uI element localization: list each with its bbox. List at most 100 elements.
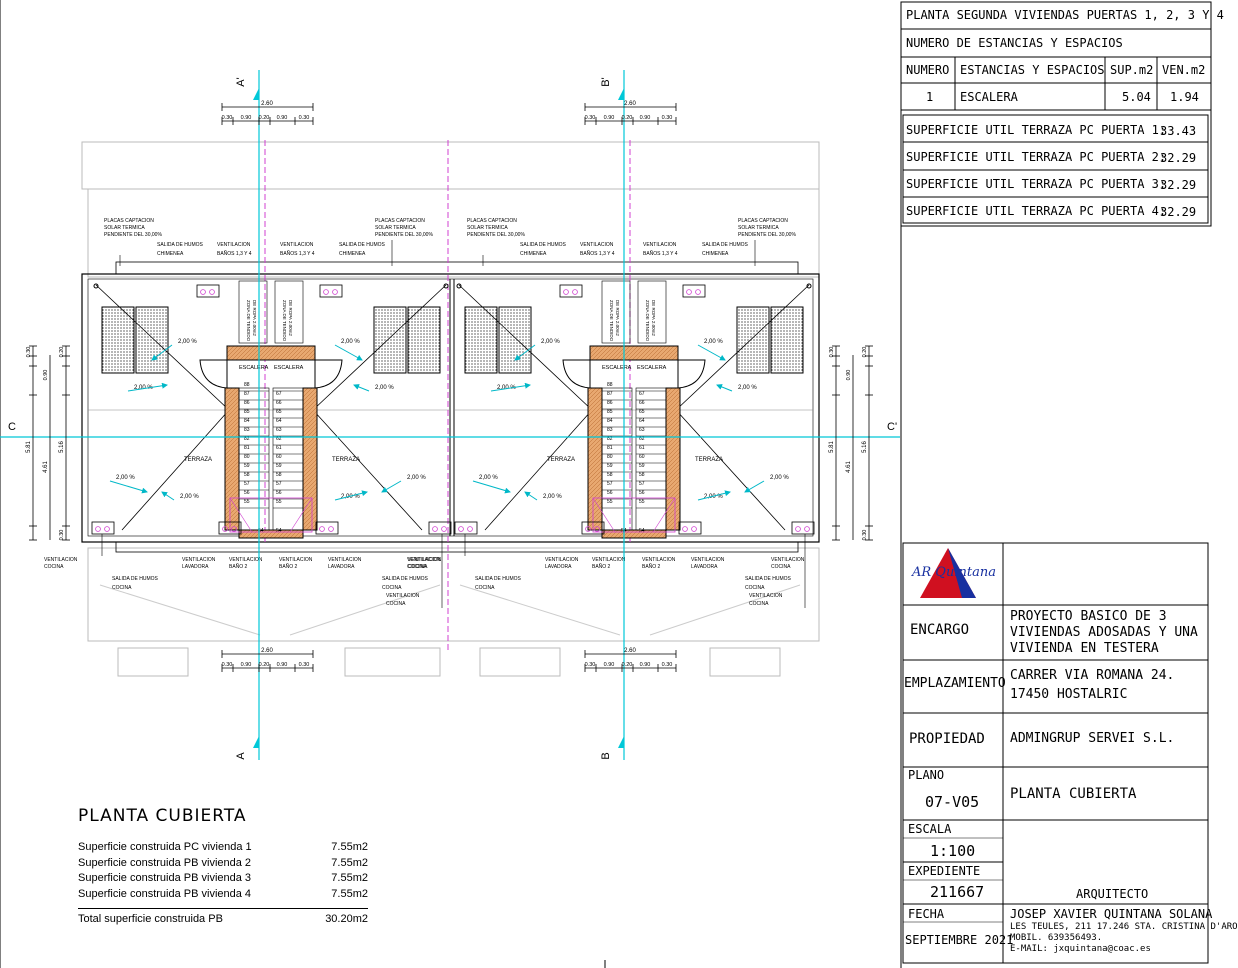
note-label: VENTILACION bbox=[328, 557, 362, 563]
slope-arrow bbox=[109, 480, 148, 494]
note-label: VENTILACION bbox=[279, 557, 313, 563]
summary-total-label: Total superficie construida PB bbox=[78, 913, 223, 925]
vent-icon bbox=[467, 526, 473, 532]
stair-number: 56 bbox=[244, 490, 250, 496]
stair-number: 59 bbox=[607, 463, 613, 469]
section-marker bbox=[253, 736, 259, 748]
tb-col-ven: VEN.m2 bbox=[1162, 63, 1206, 77]
tb-bottom-box bbox=[902, 542, 1209, 964]
faded-line bbox=[649, 584, 801, 636]
solar-panel bbox=[736, 306, 770, 374]
stair-number: 56 bbox=[639, 490, 645, 496]
tb-room-numero: 1 bbox=[926, 90, 934, 104]
tb-arquitecto-line-1: LES TEULES, 211 17.246 STA. CRISTINA D'A… bbox=[1010, 922, 1238, 932]
section-label: A' bbox=[235, 77, 247, 86]
tb-terraza-4-value: 32.29 bbox=[1160, 205, 1197, 219]
solar-panel bbox=[407, 306, 441, 374]
stair-number: 55 bbox=[276, 499, 282, 505]
ridge-line bbox=[121, 409, 230, 531]
note-label: VENTILACION bbox=[643, 242, 677, 248]
door-swing bbox=[289, 497, 313, 533]
dim-label: 5.16 bbox=[59, 441, 65, 453]
tb-terraza-4-label: SUPERFICIE UTIL TERRAZA PC PUERTA 4: bbox=[906, 204, 1167, 218]
vent-icon bbox=[319, 526, 325, 532]
note-label: SALIDA DE HUMOS bbox=[339, 242, 386, 248]
stair-label: ESCALERA bbox=[602, 365, 632, 371]
dim-label: 0.90 bbox=[241, 662, 252, 668]
stair-flight-right bbox=[635, 387, 667, 531]
stair-number: 62 bbox=[639, 436, 645, 442]
section-label: C' bbox=[887, 421, 897, 433]
stair-number: 57 bbox=[607, 481, 613, 487]
vent-icon bbox=[209, 289, 215, 295]
note-label: VENTILACION bbox=[229, 557, 263, 563]
stair-number: 65 bbox=[639, 409, 645, 415]
dim-label: 0.90 bbox=[241, 115, 252, 121]
pavement-block bbox=[344, 647, 441, 677]
vent-icon bbox=[231, 526, 237, 532]
drying-zone-label: ZONA DE TENDIDO bbox=[645, 300, 650, 342]
vent-icon bbox=[594, 526, 600, 532]
slope-label: 2,00 % bbox=[341, 494, 360, 500]
stair-number: 58 bbox=[276, 472, 282, 478]
note-label: PENDIENTE DEL 30,00% bbox=[104, 232, 162, 238]
slope-label: 2,00 % bbox=[738, 385, 757, 391]
slope-arrow bbox=[744, 480, 765, 493]
drying-zone-label: ZONA DE TENDIDO bbox=[609, 300, 614, 342]
note-label: VENTILACION bbox=[217, 242, 251, 248]
drying-zone bbox=[637, 280, 667, 344]
stair-number: 55 bbox=[244, 499, 250, 505]
tb-encargo-line-3: VIVIENDA EN TESTERA bbox=[1010, 641, 1159, 656]
stair-number: 58 bbox=[244, 472, 250, 478]
stair-number: 83 bbox=[244, 427, 250, 433]
stair-number: 81 bbox=[244, 445, 250, 451]
note-label: LAVADORA bbox=[328, 564, 355, 570]
dim-label: 0.20 bbox=[622, 115, 633, 121]
tb-terraza-2-label: SUPERFICIE UTIL TERRAZA PC PUERTA 2: bbox=[906, 150, 1167, 164]
note-label: SOLAR TERMICA bbox=[738, 225, 779, 231]
stair-number: 60 bbox=[639, 454, 645, 460]
vent-icon bbox=[572, 289, 578, 295]
dim-label: 2.60 bbox=[624, 101, 636, 107]
note-label: COCINA bbox=[407, 564, 427, 570]
dim-label: 0.90 bbox=[277, 662, 288, 668]
vent-icon bbox=[441, 526, 447, 532]
logo-text: AR Quintana bbox=[911, 565, 996, 580]
tb-arquitecto-name: JOSEP XAVIER QUINTANA SOLANA bbox=[1010, 907, 1213, 921]
dim-label: 0.90 bbox=[846, 370, 852, 381]
note-label: SALIDA DE HUMOS bbox=[745, 576, 792, 582]
note-label: PLACAS CAPTACION bbox=[375, 218, 425, 224]
tb-col-numero: NUMERO bbox=[906, 63, 950, 77]
slope-arrow bbox=[334, 490, 368, 501]
stair-curve-left bbox=[199, 359, 228, 389]
roof-outline bbox=[81, 273, 820, 543]
stair-number: 59 bbox=[244, 463, 250, 469]
slope-arrow bbox=[697, 344, 726, 361]
tb-terrazas-box bbox=[902, 114, 1209, 224]
stair-number: 58 bbox=[639, 472, 645, 478]
faded-line bbox=[289, 584, 441, 636]
section-label: B' bbox=[600, 77, 612, 86]
ridge-node bbox=[456, 283, 462, 289]
vent-icon bbox=[332, 289, 338, 295]
dim-label: 4.61 bbox=[846, 461, 852, 473]
tb-arquitecto-line-3: E-MAIL: jxquintana@coac.es bbox=[1010, 944, 1151, 954]
vent-icon bbox=[691, 526, 697, 532]
vent-box bbox=[428, 521, 452, 535]
slope-arrow bbox=[353, 384, 370, 392]
terrace-label: TERRAZA bbox=[184, 457, 212, 463]
door-swing bbox=[652, 497, 676, 533]
slope-label: 2,00 % bbox=[704, 339, 723, 345]
note-label: LAVADORA bbox=[182, 564, 209, 570]
dim-label: 0.90 bbox=[604, 662, 615, 668]
drying-zone bbox=[601, 280, 631, 344]
note-label: VENTILACION bbox=[691, 557, 725, 563]
stair-number: 57 bbox=[244, 481, 250, 487]
stair-number: 88 bbox=[607, 382, 613, 388]
dim-label: 0.90 bbox=[640, 115, 651, 121]
drying-zone bbox=[274, 280, 304, 344]
